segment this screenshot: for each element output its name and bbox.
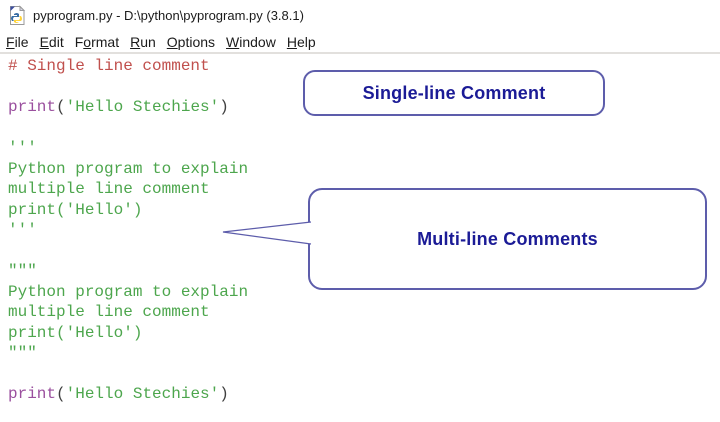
code-editor[interactable]: # Single line comment print('Hello Stech… <box>8 56 720 422</box>
code-line: print('Hello') <box>8 200 720 221</box>
menu-separator <box>0 52 720 54</box>
callout-single-line-label: Single-line Comment <box>362 82 546 103</box>
code-token-string: """ <box>8 262 37 280</box>
code-line: multiple line comment <box>8 179 720 200</box>
code-token-plain: ( <box>56 385 66 403</box>
code-token-string: Python program to explain <box>8 282 249 301</box>
code-line <box>8 118 720 139</box>
menu-item-format[interactable]: Format <box>74 33 120 50</box>
window-title: pyprogram.py - D:\python\pyprogram.py (3… <box>33 7 304 23</box>
code-line: print('Hello Stechies') <box>8 97 720 118</box>
code-token-string: multiple line comment <box>8 303 210 321</box>
code-line: multiple line comment <box>8 302 720 323</box>
code-token-string: ''' <box>8 139 37 157</box>
menu-item-help[interactable]: Help <box>286 33 316 50</box>
code-token-string: 'Hello Stechies' <box>65 98 220 116</box>
callout-multi-line-label: Multi-line Comments <box>417 228 598 249</box>
code-token-string: print('Hello') <box>8 323 143 342</box>
callout-multi-line-comments: Multi-line Comments <box>308 188 707 290</box>
code-token-string: print('Hello') <box>8 200 143 219</box>
menu-item-window[interactable]: Window <box>226 33 276 50</box>
code-line: Python program to explain <box>8 282 720 303</box>
code-token-plain: ) <box>219 385 229 403</box>
code-line: print('Hello Stechies') <box>8 384 720 405</box>
menu-bar: File Edit Format Run Options Window Help <box>0 31 720 52</box>
code-line: Python program to explain <box>8 159 720 180</box>
code-token-plain: ) <box>219 98 229 116</box>
menu-item-options[interactable]: Options <box>166 33 216 50</box>
python-file-icon <box>10 4 26 25</box>
code-token-builtin: print <box>8 98 57 116</box>
code-token-comment: # Single line comment <box>8 57 210 75</box>
code-token-string: multiple line comment <box>8 180 210 198</box>
code-token-string: 'Hello Stechies' <box>65 385 220 403</box>
code-token-string: """ <box>8 344 37 362</box>
menu-item-file[interactable]: File <box>6 33 29 50</box>
code-line: """ <box>8 343 720 364</box>
code-line: # Single line comment <box>8 56 720 77</box>
code-token-string: Python program to explain <box>8 159 249 178</box>
callout-single-line-comment: Single-line Comment <box>303 70 605 116</box>
code-line: """ <box>8 261 720 282</box>
code-token-builtin: print <box>8 385 57 403</box>
callout-tail-pointer <box>222 221 312 245</box>
code-line <box>8 364 720 385</box>
code-line: ''' <box>8 138 720 159</box>
code-line: ''' <box>8 220 720 241</box>
code-line: print('Hello') <box>8 323 720 344</box>
menu-item-run[interactable]: Run <box>130 33 156 50</box>
code-token-string: ''' <box>8 221 37 239</box>
code-token-plain: ( <box>56 98 66 116</box>
menu-item-edit[interactable]: Edit <box>39 33 64 50</box>
title-bar: pyprogram.py - D:\python\pyprogram.py (3… <box>0 0 720 30</box>
